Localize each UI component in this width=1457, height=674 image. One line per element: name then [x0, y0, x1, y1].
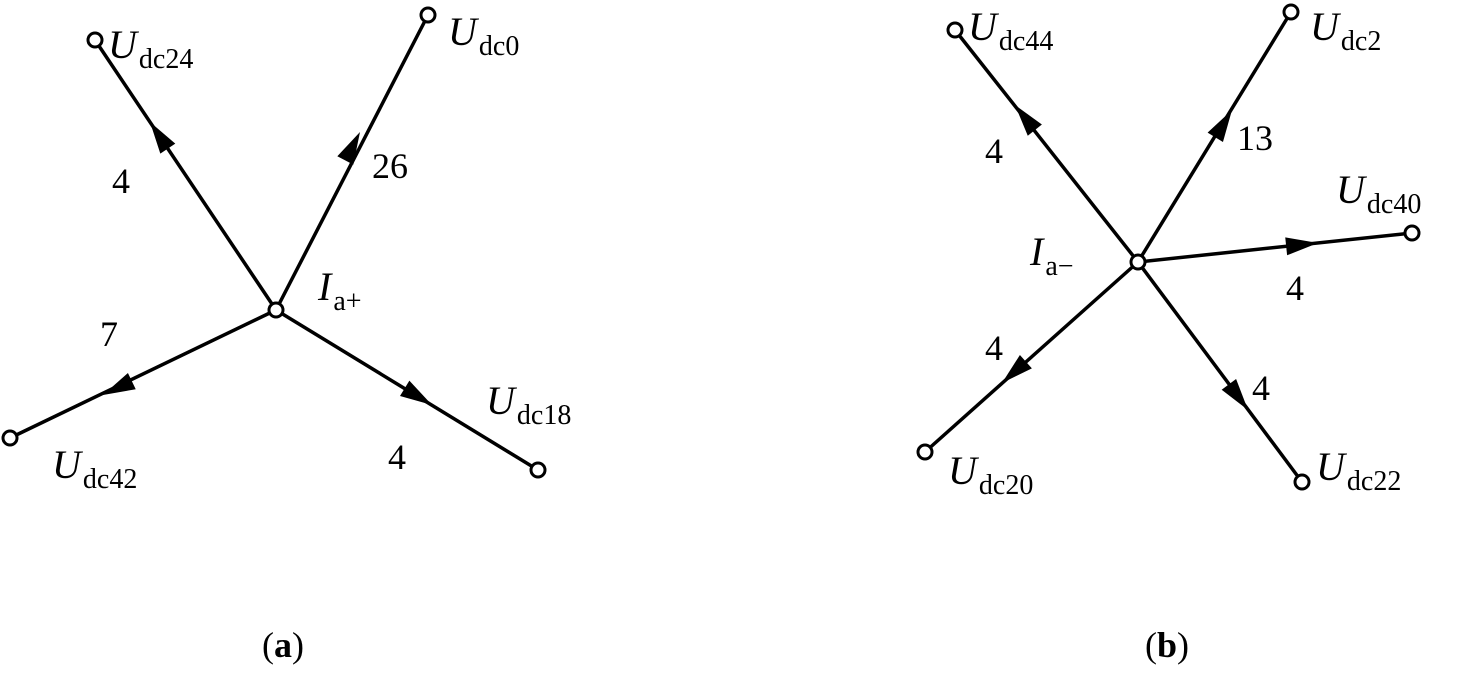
label-a-dc18: Udc18 — [486, 378, 571, 431]
node-a-dc18 — [529, 461, 547, 479]
weight-a-dc42: 7 — [100, 314, 118, 354]
label-a-center: Ia+ — [317, 264, 362, 317]
branch-b-dc44-arrow — [1015, 105, 1042, 136]
node-b-dc40 — [1403, 224, 1421, 242]
branch-b-dc20-line — [923, 260, 1140, 454]
branch-a-dc24-line — [93, 39, 278, 311]
branch-b-dc40-arrow — [1285, 237, 1318, 256]
weight-b-dc20: 4 — [985, 328, 1003, 368]
branch-a-dc42-arrow — [103, 373, 136, 395]
branch-a-dc18-arrow — [399, 380, 432, 405]
branch-b-dc22-line — [1136, 260, 1304, 484]
branch-a-dc24-arrow — [150, 122, 176, 154]
node-b-dc20 — [916, 443, 934, 461]
branch-b-dc22-arrow — [1221, 378, 1248, 410]
branch-b-dc44-line — [953, 28, 1140, 264]
label-b-center: Ia− — [1029, 229, 1074, 282]
node-a-center — [267, 301, 285, 319]
branch-b-dc2-arrow — [1207, 110, 1232, 142]
label-b-dc22: Udc22 — [1316, 444, 1401, 497]
node-a-dc24 — [86, 31, 104, 49]
weight-b-dc2: 13 — [1237, 118, 1273, 158]
label-a-dc0: Udc0 — [448, 9, 519, 62]
label-b-dc40: Udc40 — [1336, 167, 1421, 220]
branch-b-dc2-line — [1136, 11, 1293, 263]
node-a-dc0 — [419, 6, 437, 24]
node-b-center — [1129, 253, 1147, 271]
node-a-dc42 — [1, 429, 19, 447]
weight-b-dc44: 4 — [985, 131, 1003, 171]
node-b-dc2 — [1282, 3, 1300, 21]
label-b-dc20: Udc20 — [948, 448, 1033, 501]
weight-a-dc24: 4 — [112, 161, 130, 201]
label-a-dc24: Udc24 — [108, 22, 193, 75]
caption-b: (b) — [1145, 625, 1189, 665]
branch-b-dc20-arrow — [1002, 354, 1032, 383]
node-b-dc22 — [1293, 473, 1311, 491]
branch-a-dc42-line — [9, 308, 277, 440]
caption-a: (a) — [262, 625, 304, 665]
diagram-b: Udc44 Udc2 Udc40 Udc20 Udc22 Ia− 4 13 4 … — [916, 3, 1421, 665]
weight-b-dc22: 4 — [1252, 368, 1270, 408]
label-b-dc2: Udc2 — [1310, 4, 1381, 57]
branch-b-dc40-line — [1137, 231, 1413, 264]
branch-a-dc0-arrow — [337, 132, 360, 165]
node-b-dc44 — [946, 21, 964, 39]
weight-a-dc18: 4 — [388, 437, 406, 477]
weight-a-dc0: 26 — [372, 146, 408, 186]
label-a-dc42: Udc42 — [52, 442, 137, 495]
weight-b-dc40: 4 — [1286, 268, 1304, 308]
label-b-dc44: Udc44 — [968, 4, 1053, 57]
diagram-a: Udc24 Udc0 Udc42 Udc18 Ia+ 4 26 7 4 (a) — [1, 6, 571, 665]
